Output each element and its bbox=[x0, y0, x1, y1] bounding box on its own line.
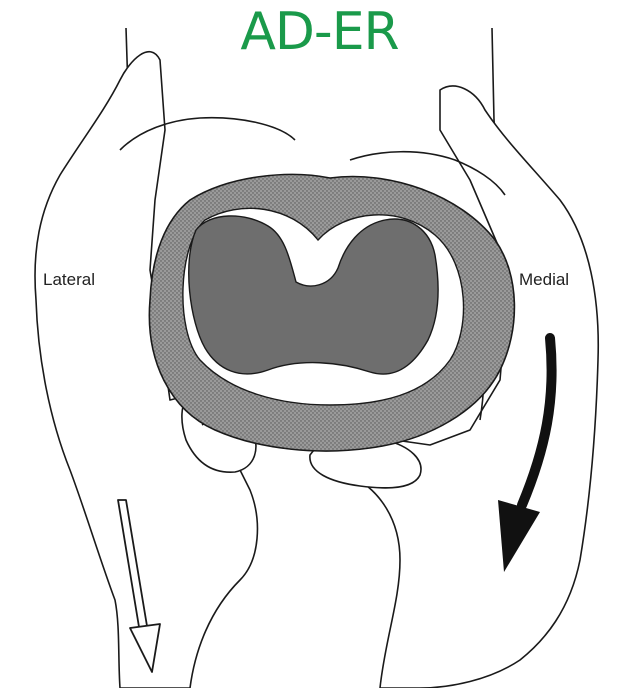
medial-label: Medial bbox=[518, 270, 570, 290]
bone-cross-section bbox=[149, 174, 514, 451]
page-title: AD-ER bbox=[0, 2, 639, 62]
lateral-label: Lateral bbox=[42, 270, 96, 290]
